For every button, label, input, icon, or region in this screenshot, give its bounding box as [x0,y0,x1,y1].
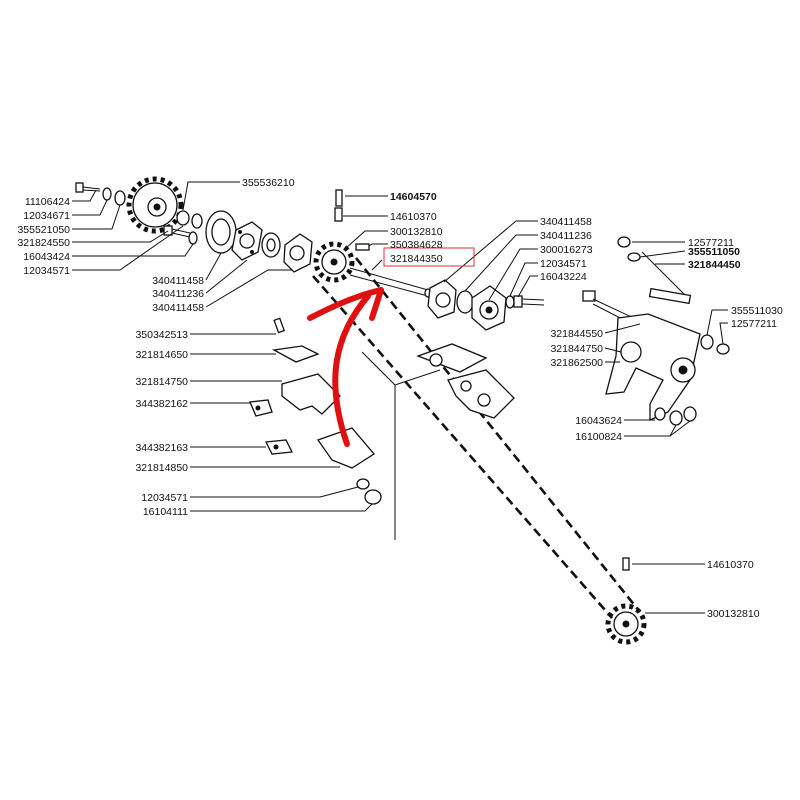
part-number-label: 16043224 [540,271,587,283]
part-number-label: 340411236 [540,230,592,242]
part-number-label: 321824550 [17,237,70,249]
part-number-label: 340411458 [152,275,204,287]
bushing-part [364,489,382,505]
link-part [264,439,294,455]
washer-part [102,187,112,201]
cap-part [716,343,730,355]
leader-lines [72,181,728,614]
nut-part [188,231,198,245]
flange-part [427,279,457,319]
bracket-frame-part [605,313,701,422]
pin-part [335,189,343,207]
rod-part [641,251,691,301]
part-number-label: 16100824 [575,431,622,443]
part-number-label: 355511030 [731,305,783,317]
part-number-label: 340411458 [540,216,592,228]
left-plates-assembly [249,317,382,505]
part-labels: 11106424 12034671 355521050 321824550 16… [17,177,783,620]
bolt-part [513,295,545,308]
bar-part [648,287,692,305]
part-number-label: 321814650 [135,349,188,361]
sprocket-small-part [313,241,355,283]
bearing-inner [266,238,276,252]
part-number-label: 321814850 [135,462,188,474]
part-number-label: 321862500 [550,357,603,369]
center-shaft-assembly [313,189,545,331]
washer-part [114,190,126,206]
link-part [249,399,273,417]
sprocket-small-part [605,603,647,645]
bottom-sprocket-assembly [605,557,647,645]
plate-part [271,345,320,363]
plate-part [316,427,375,469]
part-number-label: 11106424 [25,196,70,208]
part-number-label: 300016273 [540,244,593,256]
screw-part [75,182,101,193]
red-arrow [307,287,384,447]
bearing-ring-inner [211,218,231,246]
washer-part [505,295,515,309]
flange-part [231,221,263,261]
part-number-label: 355536210 [242,177,295,189]
part-number-label: 12034571 [141,492,188,504]
part-number-label: 350384628 [390,239,443,251]
part-number-label: 300132810 [707,608,760,620]
spacer-part [669,410,683,426]
part-number-label: 14610370 [707,559,754,571]
part-number-label: 321844550 [550,328,603,340]
part-number-label: 344382163 [135,442,188,454]
spacer-part [176,210,190,226]
pin-part [334,207,343,222]
part-number-label: 355511050 [688,246,740,258]
part-number-label: 16043624 [575,415,622,427]
pin-part [273,317,286,334]
part-number-label: 14610370 [390,211,437,223]
nut-part [700,334,714,350]
right-bracket-assembly [582,236,730,426]
part-number-label: 340411458 [152,302,204,314]
part-number-label: 12577211 [731,318,777,330]
flange-part [283,233,313,273]
bearing-part [456,290,474,314]
part-number-label: 321814750 [135,376,188,388]
housing-part [471,285,507,331]
part-number-label: 16043424 [23,251,70,263]
part-number-label: 12034571 [540,258,587,270]
part-number-label: 355521050 [17,224,70,236]
part-number-label: 12034571 [23,265,70,277]
part-number-label: 321844750 [550,343,603,355]
washer-part [627,252,641,262]
part-number-label: 350342513 [135,329,188,341]
pin-part [355,243,370,251]
drive-chain [312,257,642,619]
spacer-part [683,406,697,422]
part-number-label: 321844450 [688,259,741,271]
tensioner-assembly [361,343,515,540]
washer-part [356,478,370,490]
part-number-label: 14604570 [390,191,437,203]
pin-part [622,557,630,571]
bolt-part [654,407,666,421]
plate-part [281,373,341,415]
part-number-label: 12034671 [23,210,70,222]
ring-part [191,213,203,229]
bolt-part [163,225,191,238]
highlight-box [383,247,475,267]
part-number-label: 16104111 [143,506,188,518]
part-number-label: 300132810 [390,226,443,238]
part-number-label: 12577211 [688,237,734,249]
part-number-label-highlighted: 321844350 [390,253,443,265]
part-number-label: 340411236 [152,288,204,300]
part-number-label: 344382162 [135,398,188,410]
cap-part [617,236,631,248]
sprocket-gear-part [126,176,184,234]
top-left-sprocket-assembly [75,176,313,273]
